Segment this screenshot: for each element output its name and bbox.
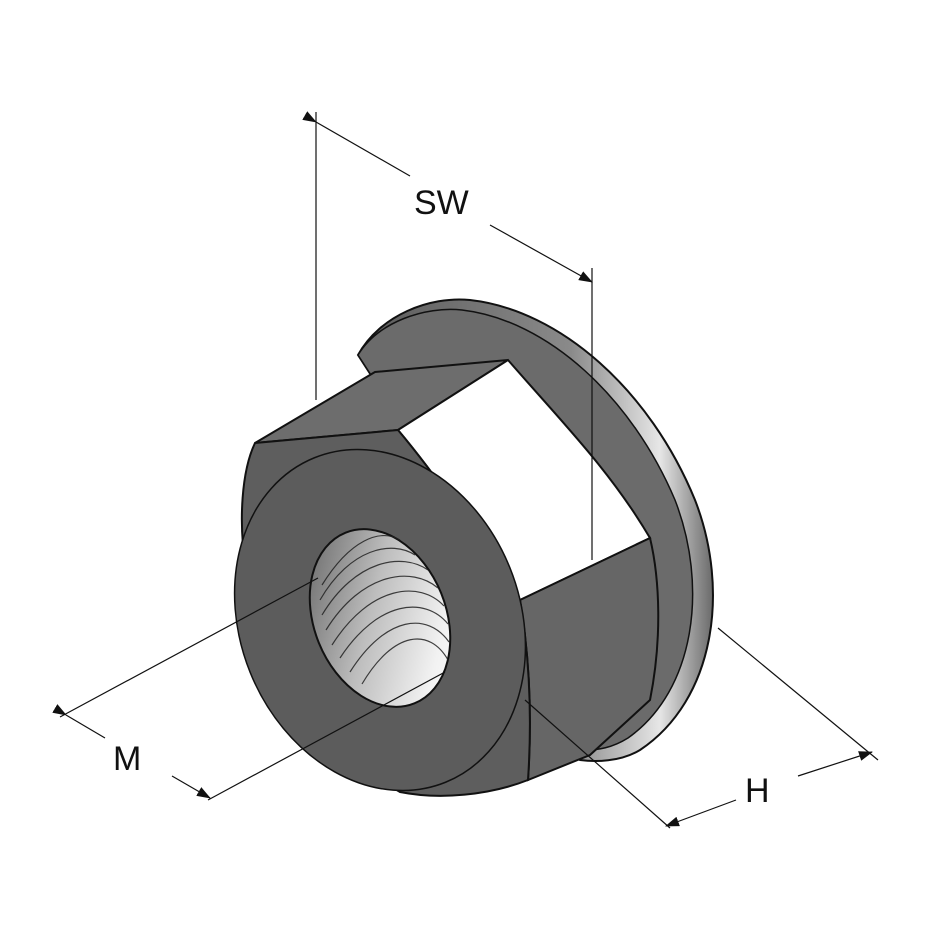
sw-dim-line-a <box>302 111 411 177</box>
m-dim-line-b <box>171 775 211 799</box>
sw-label: SW <box>414 184 469 222</box>
h-dim-line-b <box>797 751 873 777</box>
h-dim-line-a <box>665 799 737 827</box>
m-extension-top <box>59 577 319 718</box>
h-label: H <box>745 772 770 810</box>
m-dim-line-a <box>52 704 106 739</box>
m-label: M <box>113 740 141 778</box>
m-extension-bottom <box>207 671 446 801</box>
h-extension-front <box>524 699 671 829</box>
thread-lines <box>319 535 450 685</box>
sw-dim-line-b <box>489 224 593 283</box>
threaded-bore <box>308 528 452 708</box>
dimension-lines <box>52 111 879 829</box>
h-extension-back <box>717 627 879 761</box>
